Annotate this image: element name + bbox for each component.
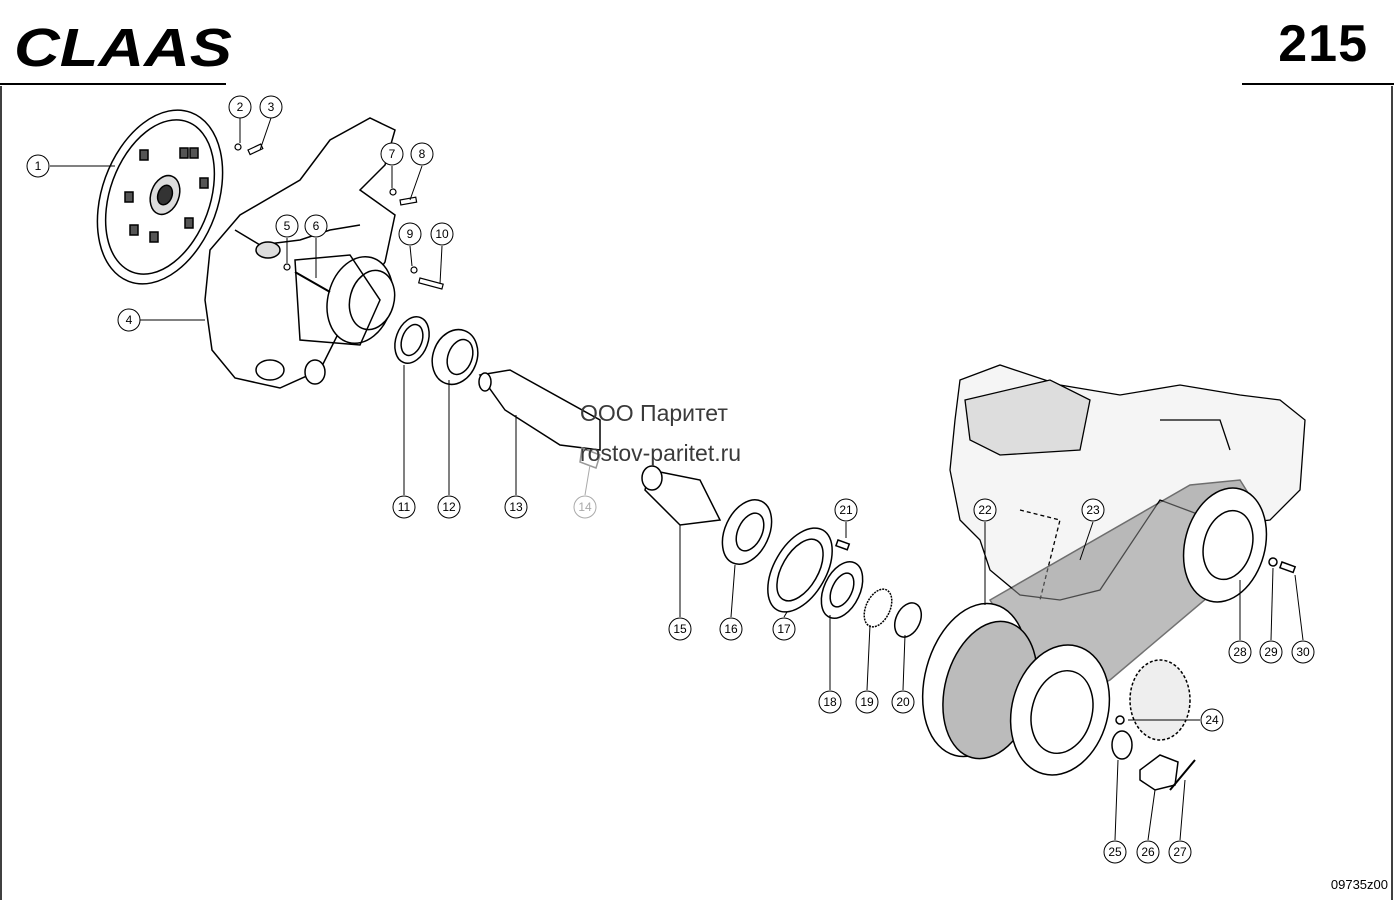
svg-text:5: 5 xyxy=(284,219,291,233)
callout-1: 1 xyxy=(26,154,50,178)
callout-27: 27 xyxy=(1168,840,1192,864)
callout-10: 10 xyxy=(430,222,454,246)
callout-8: 8 xyxy=(410,142,434,166)
callout-13: 13 xyxy=(504,495,528,519)
callout-12: 12 xyxy=(437,495,461,519)
sleeve xyxy=(641,465,722,526)
svg-text:25: 25 xyxy=(1108,845,1122,859)
svg-text:9: 9 xyxy=(407,227,414,241)
callout-24: 24 xyxy=(1200,708,1224,732)
clutch-housing xyxy=(204,117,396,389)
svg-text:8: 8 xyxy=(419,147,426,161)
brand-text: CLAAS xyxy=(14,18,232,78)
engine-assembly xyxy=(949,364,1306,601)
svg-text:24: 24 xyxy=(1205,713,1219,727)
callout-26: 26 xyxy=(1136,840,1160,864)
callout-21: 21 xyxy=(834,498,858,522)
svg-text:11: 11 xyxy=(398,500,411,514)
callout-25: 25 xyxy=(1103,840,1127,864)
leader-lines xyxy=(50,117,1304,841)
callout-23: 23 xyxy=(1081,498,1105,522)
svg-text:10: 10 xyxy=(435,227,449,241)
callout-9: 9 xyxy=(398,222,422,246)
callouts: 1 2 3 4 5 6 7 8 9 10 11 12 13 14 15 16 1… xyxy=(26,95,1315,864)
svg-text:19: 19 xyxy=(860,695,874,709)
seal-and-bearing xyxy=(394,316,479,386)
callout-5: 5 xyxy=(275,214,299,238)
svg-text:17: 17 xyxy=(777,622,791,636)
svg-text:15: 15 xyxy=(673,622,687,636)
svg-text:16: 16 xyxy=(724,622,738,636)
svg-text:6: 6 xyxy=(313,219,320,233)
callout-15: 15 xyxy=(668,617,692,641)
claas-logo-icon: CLAAS xyxy=(14,18,232,78)
callout-2: 2 xyxy=(228,95,252,119)
bearings-stack xyxy=(721,499,923,638)
svg-text:7: 7 xyxy=(389,147,396,161)
svg-text:4: 4 xyxy=(126,313,133,327)
callout-17: 17 xyxy=(772,617,796,641)
svg-text:14: 14 xyxy=(578,500,592,514)
svg-text:22: 22 xyxy=(978,503,992,517)
callout-18: 18 xyxy=(818,690,842,714)
svg-text:21: 21 xyxy=(839,503,853,517)
svg-text:28: 28 xyxy=(1233,645,1247,659)
clutch-disc xyxy=(96,109,224,285)
svg-text:29: 29 xyxy=(1264,645,1278,659)
callout-19: 19 xyxy=(855,690,879,714)
svg-text:1: 1 xyxy=(35,159,42,173)
svg-text:26: 26 xyxy=(1141,845,1155,859)
watermark-url: rostov-paritet.ru xyxy=(580,440,742,466)
svg-text:30: 30 xyxy=(1296,645,1310,659)
drawing-code: 09735z00 xyxy=(1330,877,1388,892)
callout-3: 3 xyxy=(259,95,283,119)
svg-text:20: 20 xyxy=(896,695,910,709)
page-number: 215 xyxy=(1278,15,1368,73)
svg-text:27: 27 xyxy=(1173,845,1187,859)
callout-7: 7 xyxy=(380,142,404,166)
callout-28: 28 xyxy=(1228,640,1252,664)
callout-16: 16 xyxy=(719,617,743,641)
svg-text:12: 12 xyxy=(442,500,456,514)
callout-22: 22 xyxy=(973,498,997,522)
watermark-company: ООО Паритет xyxy=(580,400,728,426)
svg-text:2: 2 xyxy=(237,100,244,114)
callout-14: 14 xyxy=(573,495,597,519)
callout-29: 29 xyxy=(1259,640,1283,664)
svg-text:3: 3 xyxy=(268,100,275,114)
svg-text:18: 18 xyxy=(823,695,837,709)
callout-11: 11 xyxy=(392,495,416,519)
callout-6: 6 xyxy=(304,214,328,238)
svg-text:23: 23 xyxy=(1086,503,1100,517)
callout-20: 20 xyxy=(891,690,915,714)
svg-text:13: 13 xyxy=(509,500,523,514)
bolts xyxy=(234,143,444,293)
callout-30: 30 xyxy=(1291,640,1315,664)
shaft xyxy=(478,369,601,469)
callout-4: 4 xyxy=(117,308,141,332)
